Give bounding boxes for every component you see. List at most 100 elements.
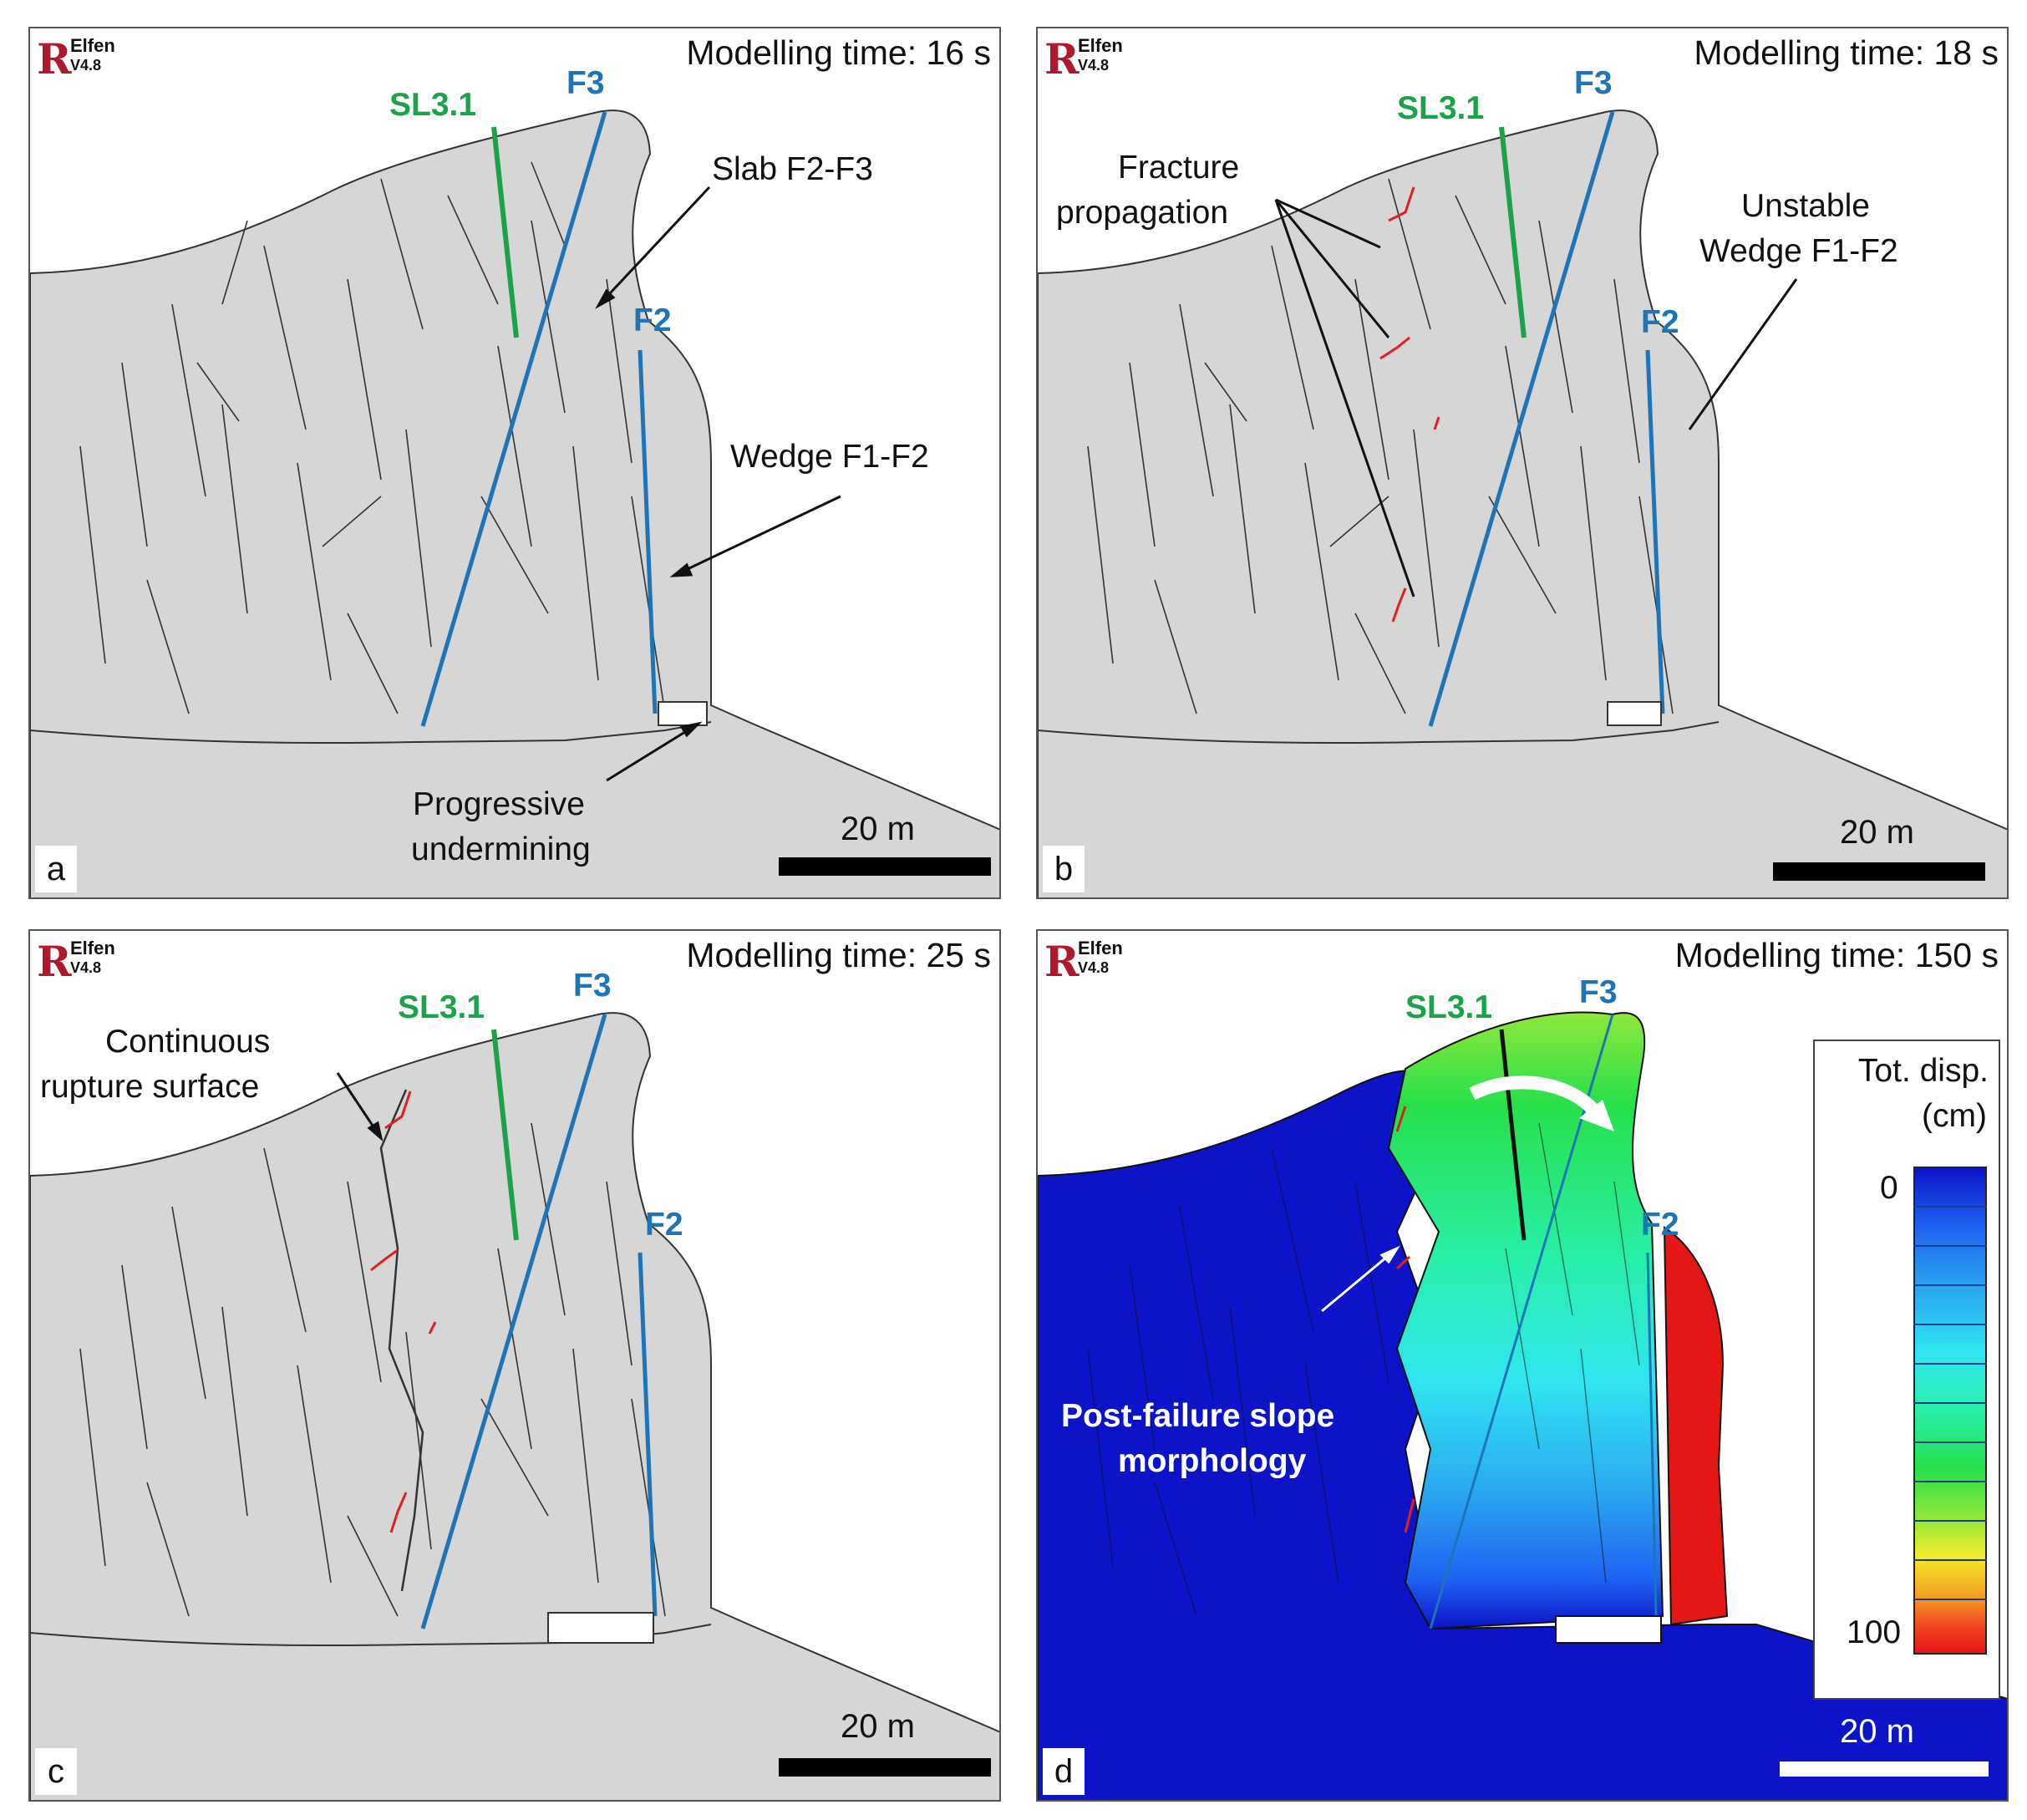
- elfen-logo-name: Elfen: [70, 938, 115, 958]
- annotation-arrows: [1321, 1245, 1400, 1313]
- colorbar-tick: [1913, 1559, 1987, 1561]
- f2-label: F2: [633, 302, 672, 338]
- elfen-logo-version: V4.8: [1078, 959, 1110, 976]
- panel-title: Modelling time: 25 s: [686, 936, 991, 974]
- rupture-surface: [379, 1089, 424, 1592]
- undermining-cavity: [547, 1612, 654, 1644]
- undermining-cavity: [1555, 1615, 1662, 1644]
- panel-title: Modelling time: 16 s: [686, 33, 991, 72]
- displacement-legend: Tot. disp. (cm) 0 100: [1813, 1040, 2000, 1700]
- f3-label: F3: [573, 968, 612, 1004]
- ground-line: [30, 721, 712, 745]
- panel-title: Modelling time: 18 s: [1694, 33, 1999, 72]
- colorbar-tick: [1913, 1284, 1987, 1286]
- f3-line: [420, 1014, 607, 1629]
- elfen-logo: R Elfen V4.8: [37, 35, 137, 85]
- scale-label: 20 m: [1840, 1713, 1914, 1750]
- legend-max-label: 100: [1847, 1614, 1902, 1650]
- panel-letter: c: [35, 1748, 77, 1795]
- colorbar-tick: [1913, 1363, 1987, 1365]
- fracture-red: [370, 1090, 437, 1533]
- undermining-cavity: [1607, 701, 1662, 726]
- sl3-1-line: [1499, 1029, 1527, 1241]
- rotation-arrow-head: [1579, 1100, 1614, 1131]
- elfen-logo-mark: R: [37, 34, 72, 84]
- scale-label: 20 m: [1840, 814, 1914, 851]
- panel-b: R Elfen V4.8 Modelling time: 18 s SL3.1 …: [1036, 27, 2009, 899]
- joint-lines: [79, 1122, 666, 1617]
- elfen-logo-mark: R: [1044, 937, 1080, 986]
- joint-lines: [1087, 1122, 1640, 1617]
- panel-c-model: [30, 1012, 999, 1800]
- displacement-colorbar: [1913, 1167, 1987, 1655]
- legend-title-line2: (cm): [1922, 1098, 1987, 1134]
- legend-title-line1: Tot. disp.: [1857, 1053, 1989, 1089]
- scale-bar: [779, 1758, 991, 1777]
- f3-line: [420, 111, 607, 727]
- f2-label: F2: [1641, 304, 1679, 340]
- joint-lines: [79, 161, 666, 714]
- colorbar-tick: [1913, 1324, 1987, 1325]
- annotation-arrows: [336, 1072, 384, 1142]
- displaced-wedge: [1663, 1226, 1729, 1626]
- annotation-undermining: undermining: [411, 831, 591, 867]
- panel-c: R Elfen V4.8 Modelling time: 25 s SL3.1 …: [28, 929, 1001, 1802]
- annotation-post-failure: Post-failure slope: [1061, 1398, 1335, 1434]
- colorbar-tick: [1913, 1441, 1987, 1443]
- f2-label: F2: [1641, 1207, 1679, 1243]
- elfen-logo-version: V4.8: [1078, 57, 1110, 74]
- scale-bar: [1773, 862, 1985, 881]
- joint-lines: [1087, 178, 1674, 714]
- sl3-1-label: SL3.1: [1405, 989, 1493, 1025]
- slope-mass: [1038, 109, 2007, 897]
- sl3-1-line: [1499, 126, 1527, 338]
- f2-label: F2: [645, 1207, 683, 1243]
- fracture-red: [1395, 1106, 1415, 1533]
- sl3-1-line: [491, 126, 519, 338]
- elfen-logo-name: Elfen: [70, 35, 115, 56]
- undermining-cavity: [658, 701, 708, 726]
- slope-mass: [30, 109, 999, 897]
- f3-label: F3: [1574, 65, 1613, 101]
- annotation-continuous: Continuous: [105, 1024, 271, 1060]
- slope-mass: [30, 1012, 999, 1800]
- f2-line: [638, 1252, 658, 1617]
- scale-bar: [1780, 1762, 1989, 1777]
- annotation-unstable: Unstable: [1741, 188, 1870, 224]
- colorbar-tick: [1913, 1206, 1987, 1207]
- panel-a: R Elfen V4.8 Modelling time: 16 s SL3.1 …: [28, 27, 1001, 899]
- annotation-arrows: [595, 186, 841, 782]
- annotation-fracture: Fracture: [1118, 150, 1240, 186]
- panel-letter: d: [1043, 1748, 1085, 1795]
- elfen-logo-mark: R: [37, 937, 72, 986]
- f3-label: F3: [566, 65, 605, 101]
- colorbar-tick: [1913, 1520, 1987, 1522]
- elfen-logo-name: Elfen: [1078, 35, 1123, 56]
- colorbar-tick: [1913, 1599, 1987, 1600]
- rotation-arrow: [1469, 1075, 1603, 1120]
- sl3-1-label: SL3.1: [1397, 90, 1485, 126]
- annotation-progressive: Progressive: [413, 786, 585, 822]
- panel-letter: a: [35, 846, 77, 892]
- elfen-logo: R Elfen V4.8: [1044, 938, 1145, 988]
- displaced-slab: [1387, 1011, 1664, 1630]
- legend-min-label: 0: [1880, 1170, 1898, 1206]
- f2-line: [1646, 1252, 1658, 1617]
- f3-line: [1428, 111, 1615, 727]
- annotation-rupture: rupture surface: [40, 1069, 260, 1105]
- panel-b-model: [1038, 109, 2007, 897]
- sl3-1-label: SL3.1: [398, 989, 485, 1025]
- colorbar-tick: [1913, 1245, 1987, 1247]
- annotation-morphology: morphology: [1118, 1443, 1307, 1479]
- panel-d-model: [1038, 1011, 2007, 1800]
- annotation-wedge: Wedge F1-F2: [730, 439, 929, 475]
- elfen-logo: R Elfen V4.8: [1044, 35, 1145, 85]
- panel-letter: b: [1043, 846, 1085, 892]
- sl3-1-line: [491, 1029, 519, 1241]
- scale-bar: [779, 857, 991, 876]
- panel-title: Modelling time: 150 s: [1674, 936, 1999, 974]
- fracture-propagation: [1379, 186, 1440, 623]
- annotation-slab: Slab F2-F3: [712, 151, 873, 187]
- panel-d: R Elfen V4.8 Modelling time: 150 s SL3.1…: [1036, 929, 2009, 1802]
- sl3-1-label: SL3.1: [389, 87, 477, 123]
